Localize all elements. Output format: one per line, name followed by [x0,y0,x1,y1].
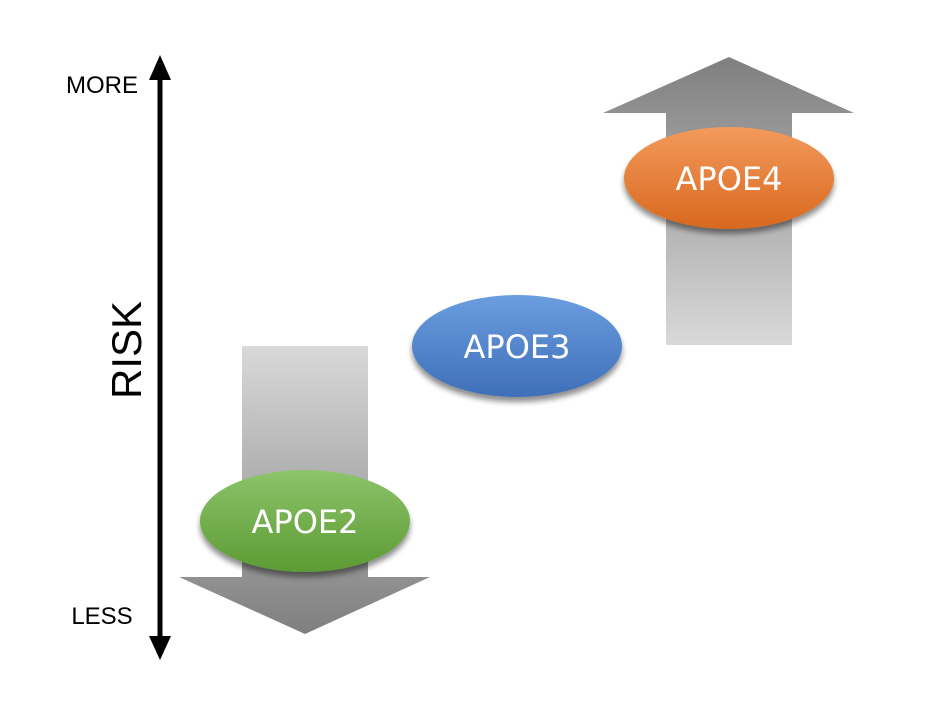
apoe2-oval [200,470,410,572]
axis-bottom-label: LESS [71,603,132,630]
apoe4-label: APOE4 [676,160,783,198]
axis-top-label: MORE [66,72,138,99]
axis-title: RISK [103,301,150,399]
axis-up-arrowhead-icon [149,55,171,80]
apoe3-oval [412,295,622,397]
apoe3-label: APOE3 [464,328,571,366]
apoe3-node [412,295,622,397]
axis-down-arrowhead-icon [149,636,171,660]
risk-axis [149,55,171,660]
apoe4-oval [624,127,834,229]
apoe2-node [200,470,410,572]
apoe2-label: APOE2 [252,503,359,541]
apoe4-node [624,127,834,229]
